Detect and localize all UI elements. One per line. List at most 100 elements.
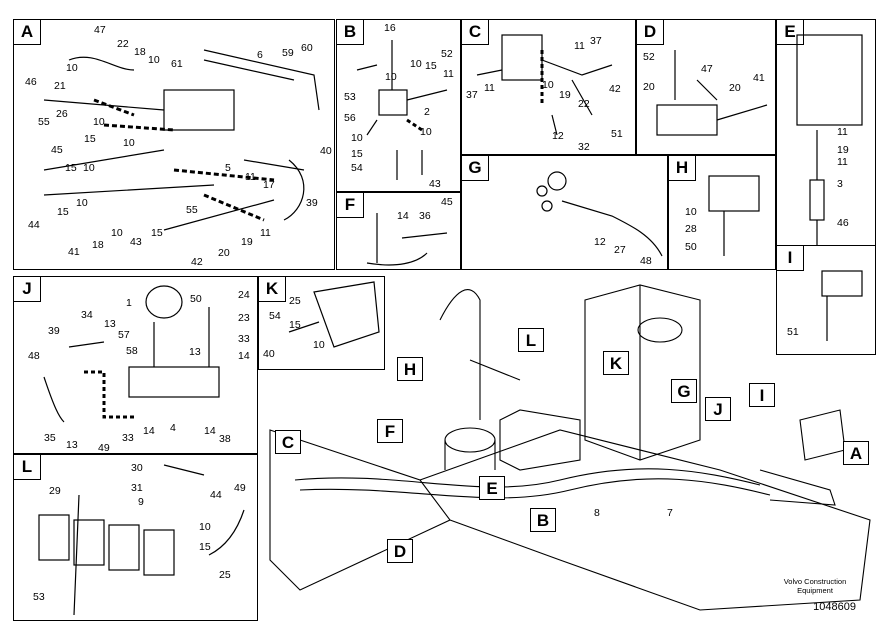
- part-number: 33: [122, 432, 134, 444]
- part-number: 13: [66, 439, 78, 451]
- part-number: 14: [143, 425, 155, 437]
- part-number: 34: [81, 309, 93, 321]
- part-number: 21: [54, 80, 66, 92]
- part-number: 55: [38, 116, 50, 128]
- part-number: 40: [320, 145, 332, 157]
- part-number: 11: [260, 227, 271, 239]
- panel-letter: E: [777, 20, 804, 45]
- part-number: 12: [552, 130, 564, 142]
- panel-letter: D: [637, 20, 664, 45]
- panel-f: F 14 36 45: [336, 192, 461, 270]
- part-number: 11: [837, 156, 848, 168]
- part-number: 35: [44, 432, 56, 444]
- panel-b: B 16 52 10 10 15 11 53 2 56 10 10 15 54 …: [336, 19, 461, 192]
- panel-l-drawing: [38, 464, 245, 616]
- panel-i: I 51: [776, 245, 876, 355]
- part-number: 15: [199, 541, 211, 553]
- part-number: 4: [170, 422, 176, 434]
- part-number: 10: [351, 132, 363, 144]
- part-number: 16: [384, 22, 396, 34]
- part-number: 51: [611, 128, 623, 140]
- part-number: 22: [117, 38, 129, 50]
- part-number: 3: [837, 178, 843, 190]
- panel-h-drawing: [708, 175, 760, 256]
- part-number: 37: [590, 35, 602, 47]
- part-number: 45: [441, 196, 453, 208]
- part-number: 52: [643, 51, 655, 63]
- part-number: 10: [123, 137, 135, 149]
- part-number: 39: [306, 197, 318, 209]
- part-number: 47: [94, 24, 106, 36]
- part-number: 48: [28, 350, 40, 362]
- part-number: 54: [351, 162, 363, 174]
- part-number: 15: [289, 319, 301, 331]
- panel-letter: B: [337, 20, 364, 45]
- callout-a: A: [843, 441, 869, 465]
- callout-d: D: [387, 539, 413, 563]
- panel-c: C 11 37 10 19 22 42 37 11 12 51 32: [461, 19, 636, 155]
- part-number: 28: [685, 223, 697, 235]
- panel-a-drawing: [43, 49, 320, 231]
- part-number: 26: [56, 108, 68, 120]
- part-number: 8: [594, 507, 600, 519]
- part-number: 10: [542, 79, 554, 91]
- part-number: 10: [93, 116, 105, 128]
- part-number: 59: [282, 47, 294, 59]
- part-number: 10: [385, 71, 397, 83]
- part-number: 53: [33, 591, 45, 603]
- part-number: 55: [186, 204, 198, 216]
- part-number: 19: [559, 89, 571, 101]
- panel-l: L 30 29 31 44 9 49 10 15 25 53: [13, 454, 258, 621]
- part-number: 58: [126, 345, 138, 357]
- panel-j-drawing: [43, 285, 220, 423]
- part-number: 15: [65, 162, 77, 174]
- part-number: 61: [171, 58, 183, 70]
- part-number: 10: [420, 126, 432, 138]
- callout-c: C: [275, 430, 301, 454]
- callout-f: F: [377, 419, 403, 443]
- part-number: 20: [729, 82, 741, 94]
- part-number: 10: [199, 521, 211, 533]
- part-number: 11: [443, 68, 454, 80]
- part-number: 25: [219, 569, 231, 581]
- part-number: 11: [574, 40, 585, 52]
- part-number: 22: [578, 98, 590, 110]
- part-number: 29: [49, 485, 61, 497]
- panel-c-drawing: [476, 34, 613, 136]
- panel-e-drawing: [796, 34, 863, 260]
- panel-letter: K: [259, 277, 286, 302]
- part-number: 23: [238, 312, 250, 324]
- part-number: 18: [134, 46, 146, 58]
- panel-k-drawing: [288, 281, 380, 348]
- callout-b: B: [530, 508, 556, 532]
- part-number: 38: [219, 433, 231, 445]
- panel-letter: G: [462, 156, 489, 181]
- part-number: 13: [189, 346, 201, 358]
- part-number: 54: [269, 310, 281, 322]
- panel-a: A 47 22 18 10 6 59 60 61 46 21 10 55 26 …: [13, 19, 335, 270]
- part-number: 10: [83, 162, 95, 174]
- part-number: 50: [190, 293, 202, 305]
- part-number: 24: [238, 289, 250, 301]
- panel-letter: C: [462, 20, 489, 45]
- part-number: 45: [51, 144, 63, 156]
- part-number: 12: [594, 236, 606, 248]
- part-number: 44: [28, 219, 40, 231]
- part-number: 15: [351, 148, 363, 160]
- part-number: 14: [204, 425, 216, 437]
- part-number: 20: [218, 247, 230, 259]
- part-number: 32: [578, 141, 590, 153]
- publisher-caption: Volvo Construction Equipment: [783, 577, 847, 595]
- part-number: 49: [98, 442, 110, 454]
- part-number: 11: [837, 126, 848, 138]
- panel-b-drawing: [356, 40, 448, 180]
- part-number: 9: [138, 496, 144, 508]
- part-number: 43: [130, 236, 142, 248]
- part-number: 43: [429, 178, 441, 190]
- part-number: 30: [131, 462, 143, 474]
- panel-g-drawing: [536, 171, 663, 257]
- part-number: 1: [126, 297, 132, 309]
- part-number: 50: [685, 241, 697, 253]
- part-number: 46: [837, 217, 849, 229]
- part-number: 15: [84, 133, 96, 145]
